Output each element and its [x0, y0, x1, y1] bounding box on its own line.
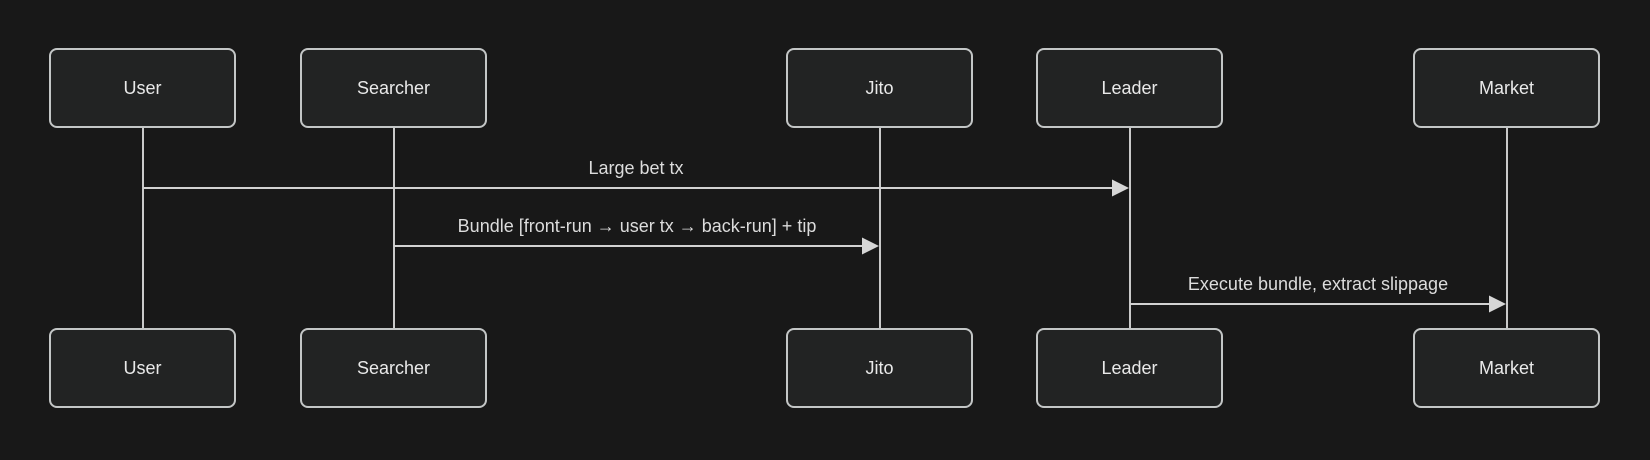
actor-box-market-top: Market [1413, 48, 1600, 128]
arrowhead-leader-to-market-icon [1489, 295, 1506, 313]
actor-box-searcher-top: Searcher [300, 48, 487, 128]
actor-box-jito-top: Jito [786, 48, 973, 128]
actor-label-market: Market [1478, 358, 1534, 378]
arrowhead-searcher-to-jito-icon [862, 237, 879, 255]
actor-label-jito: Jito [865, 78, 894, 98]
actor-label-user: User [123, 358, 162, 378]
actor-label-searcher: Searcher [356, 78, 431, 98]
actor-box-user-bottom: User [49, 328, 236, 408]
actor-label-leader: Leader [1101, 358, 1158, 378]
actor-box-searcher-bottom: Searcher [300, 328, 487, 408]
actor-label-jito: Jito [865, 358, 894, 378]
actor-label-market: Market [1478, 78, 1534, 98]
actor-box-user-top: User [49, 48, 236, 128]
actor-box-leader-top: Leader [1036, 48, 1223, 128]
actor-box-leader-bottom: Leader [1036, 328, 1223, 408]
arrowhead-user-to-leader-icon [1112, 179, 1129, 197]
actor-label-user: User [123, 78, 162, 98]
message-label-bundle: Bundle [front-run → user tx → back-run] … [457, 216, 817, 236]
actor-label-searcher: Searcher [356, 358, 431, 378]
message-label-large-bet-tx: Large bet tx [588, 158, 684, 178]
actor-box-market-bottom: Market [1413, 328, 1600, 408]
message-label-execute-bundle: Execute bundle, extract slippage [1187, 274, 1449, 294]
actor-label-leader: Leader [1101, 78, 1158, 98]
actor-box-jito-bottom: Jito [786, 328, 973, 408]
